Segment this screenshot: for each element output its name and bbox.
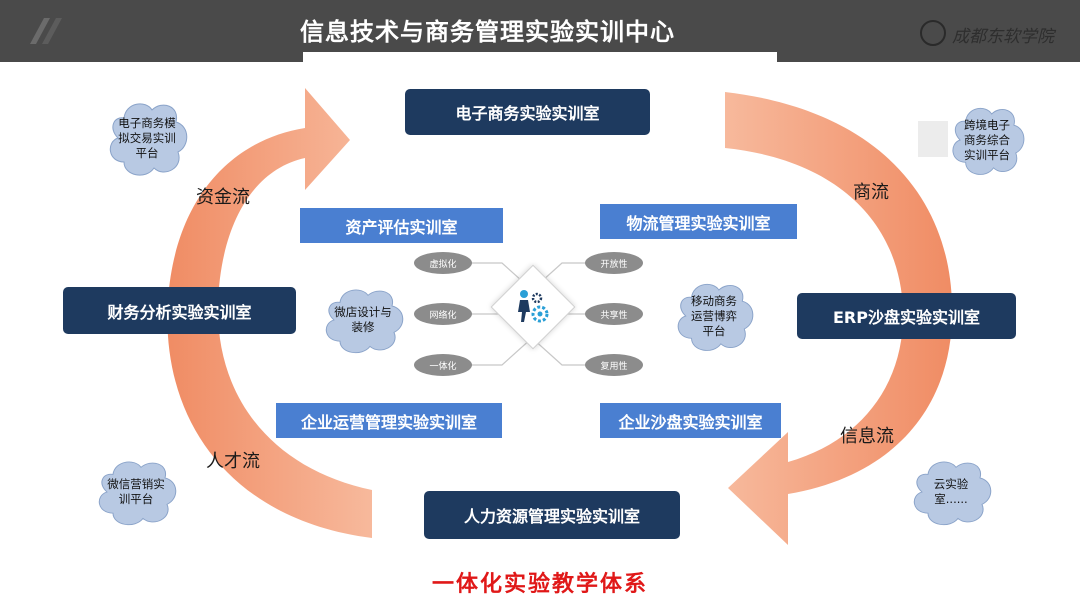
cloud-shape-icon [952, 107, 1025, 175]
cloud-cloud-lab-label: 云实验室...... [933, 477, 969, 506]
lab-sandbox[interactable]: 企业沙盘实验实训室 [600, 403, 781, 438]
cloud-shape-icon [325, 289, 404, 354]
feature-virtual: 虚拟化 [414, 252, 472, 274]
feature-sharing: 共享性 [585, 303, 643, 325]
school-seal-icon [920, 20, 946, 46]
title-underline [303, 52, 777, 62]
flow-info: 信息流 [840, 426, 894, 447]
feature-network: 网络化 [414, 303, 472, 325]
header-bar [0, 0, 1080, 62]
cloud-wechat-marketing: 微信营销实训平台 [93, 455, 179, 529]
right-cycle-arrow [725, 92, 953, 545]
lab-hr[interactable]: 人力资源管理实验实训室 [424, 491, 680, 539]
cloud-shape-icon [98, 461, 177, 526]
cloud-cloud-lab: 云实验室...... [908, 455, 994, 529]
cloud-cross-border: 跨境电子商务综合实训平台 [947, 101, 1027, 179]
cloud-shape-icon [913, 461, 992, 526]
brand-logo-icon [30, 18, 62, 44]
feature-open: 开放性 [585, 252, 643, 274]
cloud-mobile-game: 移动商务运营博弈平台 [672, 277, 756, 355]
people-gears-icon [518, 290, 549, 323]
flow-capital: 资金流 [196, 187, 250, 208]
lab-logistics[interactable]: 物流管理实验实训室 [600, 204, 797, 239]
cloud-ecommerce-sim-label: 电子商务模拟交易实训平台 [118, 115, 176, 160]
cloud-ecommerce-sim: 电子商务模拟交易实训平台 [104, 96, 190, 180]
lab-finance[interactable]: 财务分析实验实训室 [63, 287, 296, 334]
cloud-cross-border-label: 跨境电子商务综合实训平台 [964, 117, 1010, 162]
lab-erp[interactable]: ERP沙盘实验实训室 [797, 293, 1016, 339]
cloud-shape-icon [677, 283, 754, 351]
cloud-mobile-game-label: 移动商务运营博弈平台 [691, 293, 737, 338]
left-cycle-arrow [167, 88, 372, 538]
cloud-wechat-shop: 微店设计与装修 [320, 283, 406, 357]
cloud-wechat-marketing-label: 微信营销实训平台 [107, 477, 165, 506]
cloud-wechat-shop-label: 微店设计与装修 [334, 305, 392, 334]
lab-ecommerce[interactable]: 电子商务实验实训室 [405, 89, 650, 135]
system-title: 一体化实验教学体系 [431, 572, 648, 597]
school-logo: 成都东软学院 [920, 20, 1070, 48]
feature-integration: 一体化 [414, 354, 472, 376]
flow-talent: 人才流 [206, 451, 260, 472]
flow-commerce: 商流 [853, 182, 889, 203]
school-logo-text: 成都东软学院 [952, 27, 1054, 47]
feature-reuse: 复用性 [585, 354, 643, 376]
page-title: 信息技术与商务管理实验实训中心 [300, 18, 675, 46]
lab-asset[interactable]: 资产评估实训室 [300, 208, 503, 243]
lab-operations[interactable]: 企业运营管理实验实训室 [276, 403, 502, 438]
cloud-shape-icon [109, 103, 188, 176]
placeholder-box [918, 121, 948, 157]
